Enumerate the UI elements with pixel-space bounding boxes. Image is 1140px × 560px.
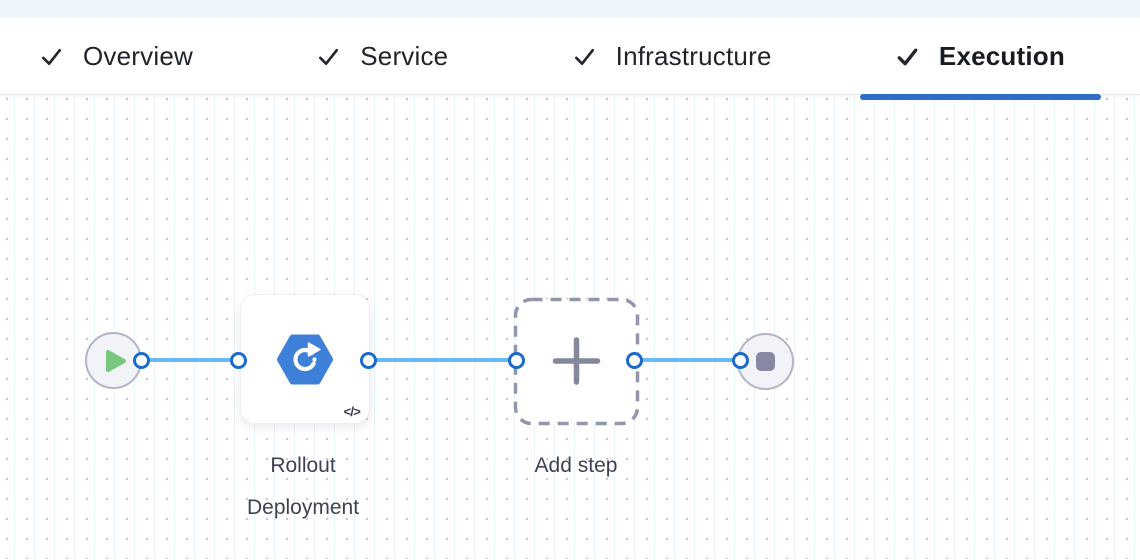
connector-port[interactable] (133, 352, 150, 369)
check-icon (319, 48, 339, 65)
connector-port[interactable] (626, 352, 643, 369)
code-icon: </> (343, 404, 361, 419)
plus-icon (552, 337, 601, 385)
stop-icon (756, 352, 775, 371)
tab-label: Execution (938, 40, 1065, 71)
check-icon (897, 48, 918, 65)
pipeline-start-node[interactable] (85, 332, 142, 389)
stage-tab-bar: Overview Service Infrastructure Executio… (0, 18, 1140, 100)
check-icon (574, 48, 594, 65)
add-step-node[interactable] (513, 297, 640, 426)
check-icon (42, 48, 61, 65)
connector-line (142, 358, 239, 362)
upper-canvas-strip (0, 0, 1140, 18)
add-step-dashed-border (513, 297, 640, 426)
pipeline-canvas[interactable]: </> Rollout Deployment Add step (0, 95, 1140, 559)
connector-line (369, 358, 517, 362)
tab-label: Service (360, 40, 449, 71)
tab-execution[interactable]: Execution (859, 40, 1101, 100)
connector-port[interactable] (732, 352, 749, 369)
tab-label: Overview (83, 40, 193, 71)
step-label-rollout-deployment: Rollout Deployment (246, 454, 360, 519)
tab-label: Infrastructure (615, 40, 772, 71)
connector-line (635, 358, 741, 362)
step-node-rollout-deployment[interactable]: </> (240, 294, 370, 424)
play-icon (105, 349, 126, 372)
connector-port[interactable] (360, 352, 377, 369)
rollout-hexagon-icon (277, 334, 333, 384)
tab-service[interactable]: Service (317, 41, 448, 72)
connector-port[interactable] (508, 352, 525, 369)
tab-overview[interactable]: Overview (40, 41, 193, 72)
connector-port[interactable] (230, 352, 247, 369)
active-tab-underline (859, 93, 1101, 100)
step-label-add-step: Add step (534, 454, 618, 477)
tab-infrastructure[interactable]: Infrastructure (573, 41, 772, 72)
